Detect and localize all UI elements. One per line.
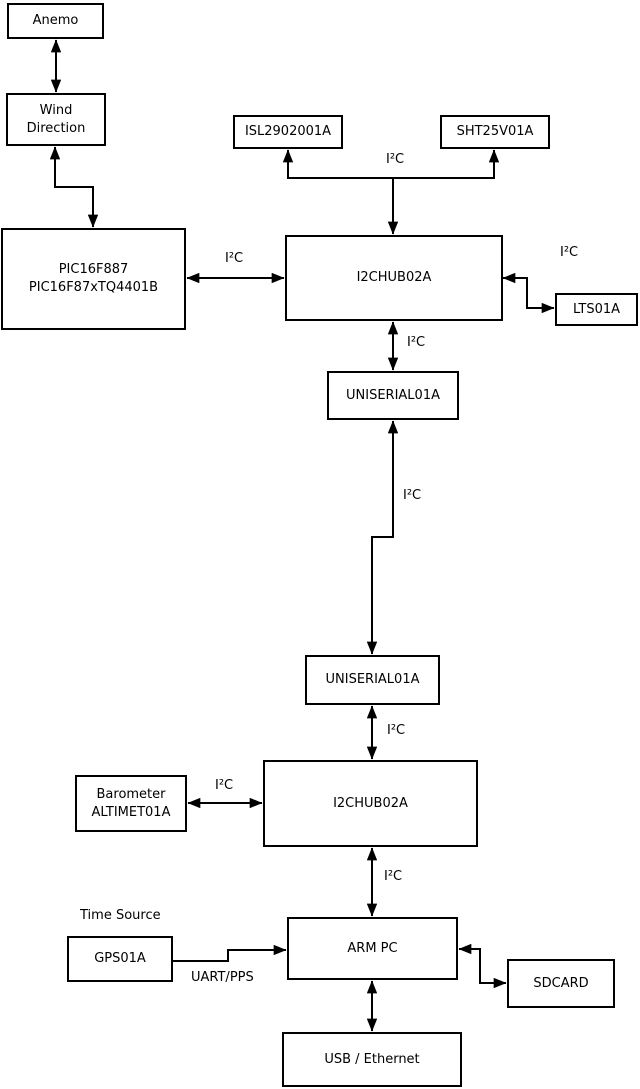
edge-hub1-lts (502, 272, 555, 314)
label-i2c-hub-lts: I²C (560, 245, 579, 260)
edge-sensorbus-branches (282, 149, 500, 179)
node-sht25v01a: SHT25V01A (440, 115, 550, 149)
node-arm-pc: ARM PC (287, 917, 458, 980)
node-lts01a: LTS01A (555, 293, 638, 326)
label-i2c-barometer-hub2: I²C (215, 778, 234, 793)
edge-wind-pic (49, 146, 99, 228)
node-barometer-altimet01a: Barometer ALTIMET01A (75, 775, 187, 832)
node-isl2902001a: ISL2902001A (233, 115, 343, 149)
edge-uniserial1-uniserial2 (366, 420, 399, 655)
edge-gps-armpc (173, 944, 287, 962)
label-i2c-hub-uniserial1: I²C (407, 335, 426, 350)
node-anemo: Anemo (7, 3, 104, 39)
node-i2chub02a-1: I2CHUB02A (285, 235, 503, 321)
label-i2c-hub2-armpc: I²C (384, 869, 403, 884)
node-pic16f887: PIC16F887 PIC16F87xTQ4401B (1, 228, 186, 330)
node-wind-direction: Wind Direction (6, 93, 106, 146)
node-sdcard: SDCARD (507, 959, 615, 1008)
node-uniserial01a-1: UNISERIAL01A (327, 371, 459, 420)
node-i2chub02a-2: I2CHUB02A (263, 760, 478, 847)
edge-armpc-sdcard (458, 943, 507, 989)
label-i2c-pic-hub: I²C (225, 251, 244, 266)
label-uart-pps: UART/PPS (191, 970, 254, 985)
node-usb-ethernet: USB / Ethernet (282, 1032, 462, 1087)
node-gps01a: GPS01A (67, 936, 173, 982)
label-i2c-uniserial2-hub2: I²C (387, 723, 406, 738)
label-i2c-uniserial-link: I²C (403, 488, 422, 503)
label-time-source: Time Source (80, 908, 161, 923)
node-uniserial01a-2: UNISERIAL01A (305, 655, 440, 705)
label-i2c-sensorbus: I²C (386, 152, 405, 167)
